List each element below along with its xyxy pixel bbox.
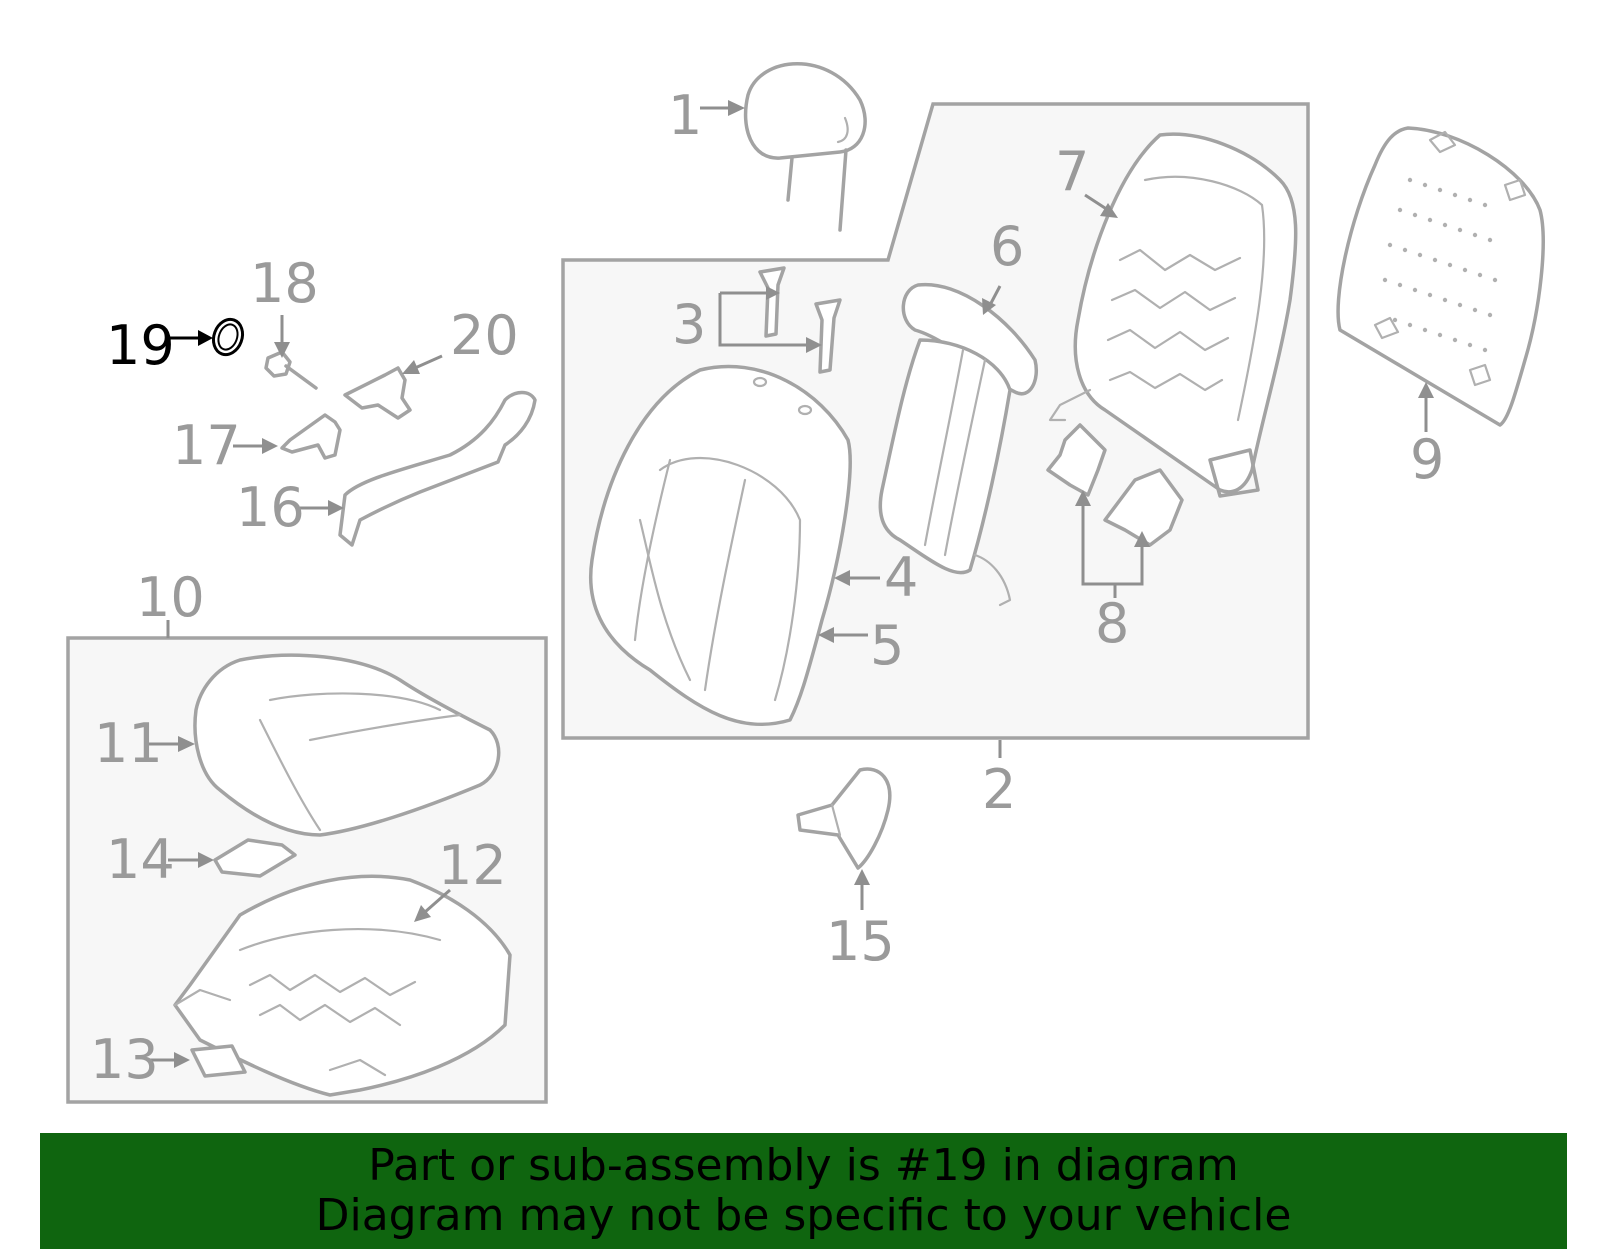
seat-back-frame-part [1048,132,1298,498]
callout-15: 15 [826,910,895,973]
banner-line-1: Part or sub-assembly is #19 in diagram [368,1140,1239,1191]
callout-1: 1 [668,84,702,147]
seat-back-pad-part [878,282,1038,607]
callout-12: 12 [438,834,507,897]
cover-cap-part [343,366,412,420]
info-banner: Part or sub-assembly is #19 in diagram D… [40,1133,1567,1249]
callout-20: 20 [450,304,519,367]
o-ring-part [211,317,245,357]
headrest-part [743,62,867,232]
callout-2: 2 [982,758,1016,821]
knob-part [280,413,342,460]
callout-17: 17 [172,414,241,477]
callout-7: 7 [1055,140,1089,203]
seat-back-panel-part [1336,126,1545,427]
trim-cover-part [796,767,892,870]
seat-back-brackets-part [1046,423,1184,547]
bolt-part [264,350,318,390]
callout-3: 3 [672,293,706,356]
callout-6: 6 [990,215,1024,278]
banner-line-2: Diagram may not be specific to your vehi… [315,1190,1292,1241]
seat-cushion-cover-part [193,653,501,837]
seat-back-cover-part [588,364,852,727]
callout-5: 5 [870,614,904,677]
side-shield-part [338,390,537,547]
callout-4: 4 [884,546,918,609]
seat-cushion-frame-part [173,874,512,1097]
callout-8: 8 [1095,592,1129,655]
callout-11: 11 [94,712,163,775]
callout-18: 18 [250,252,319,315]
sensor-module-part [213,838,297,878]
callout-19: 19 [106,314,175,377]
callout-13: 13 [90,1028,159,1091]
callout-16: 16 [236,476,305,539]
callout-14: 14 [106,828,175,891]
switch-part [190,1044,247,1078]
callout-9: 9 [1410,428,1444,491]
leader-lines [148,100,1434,1068]
callout-10: 10 [136,566,205,629]
